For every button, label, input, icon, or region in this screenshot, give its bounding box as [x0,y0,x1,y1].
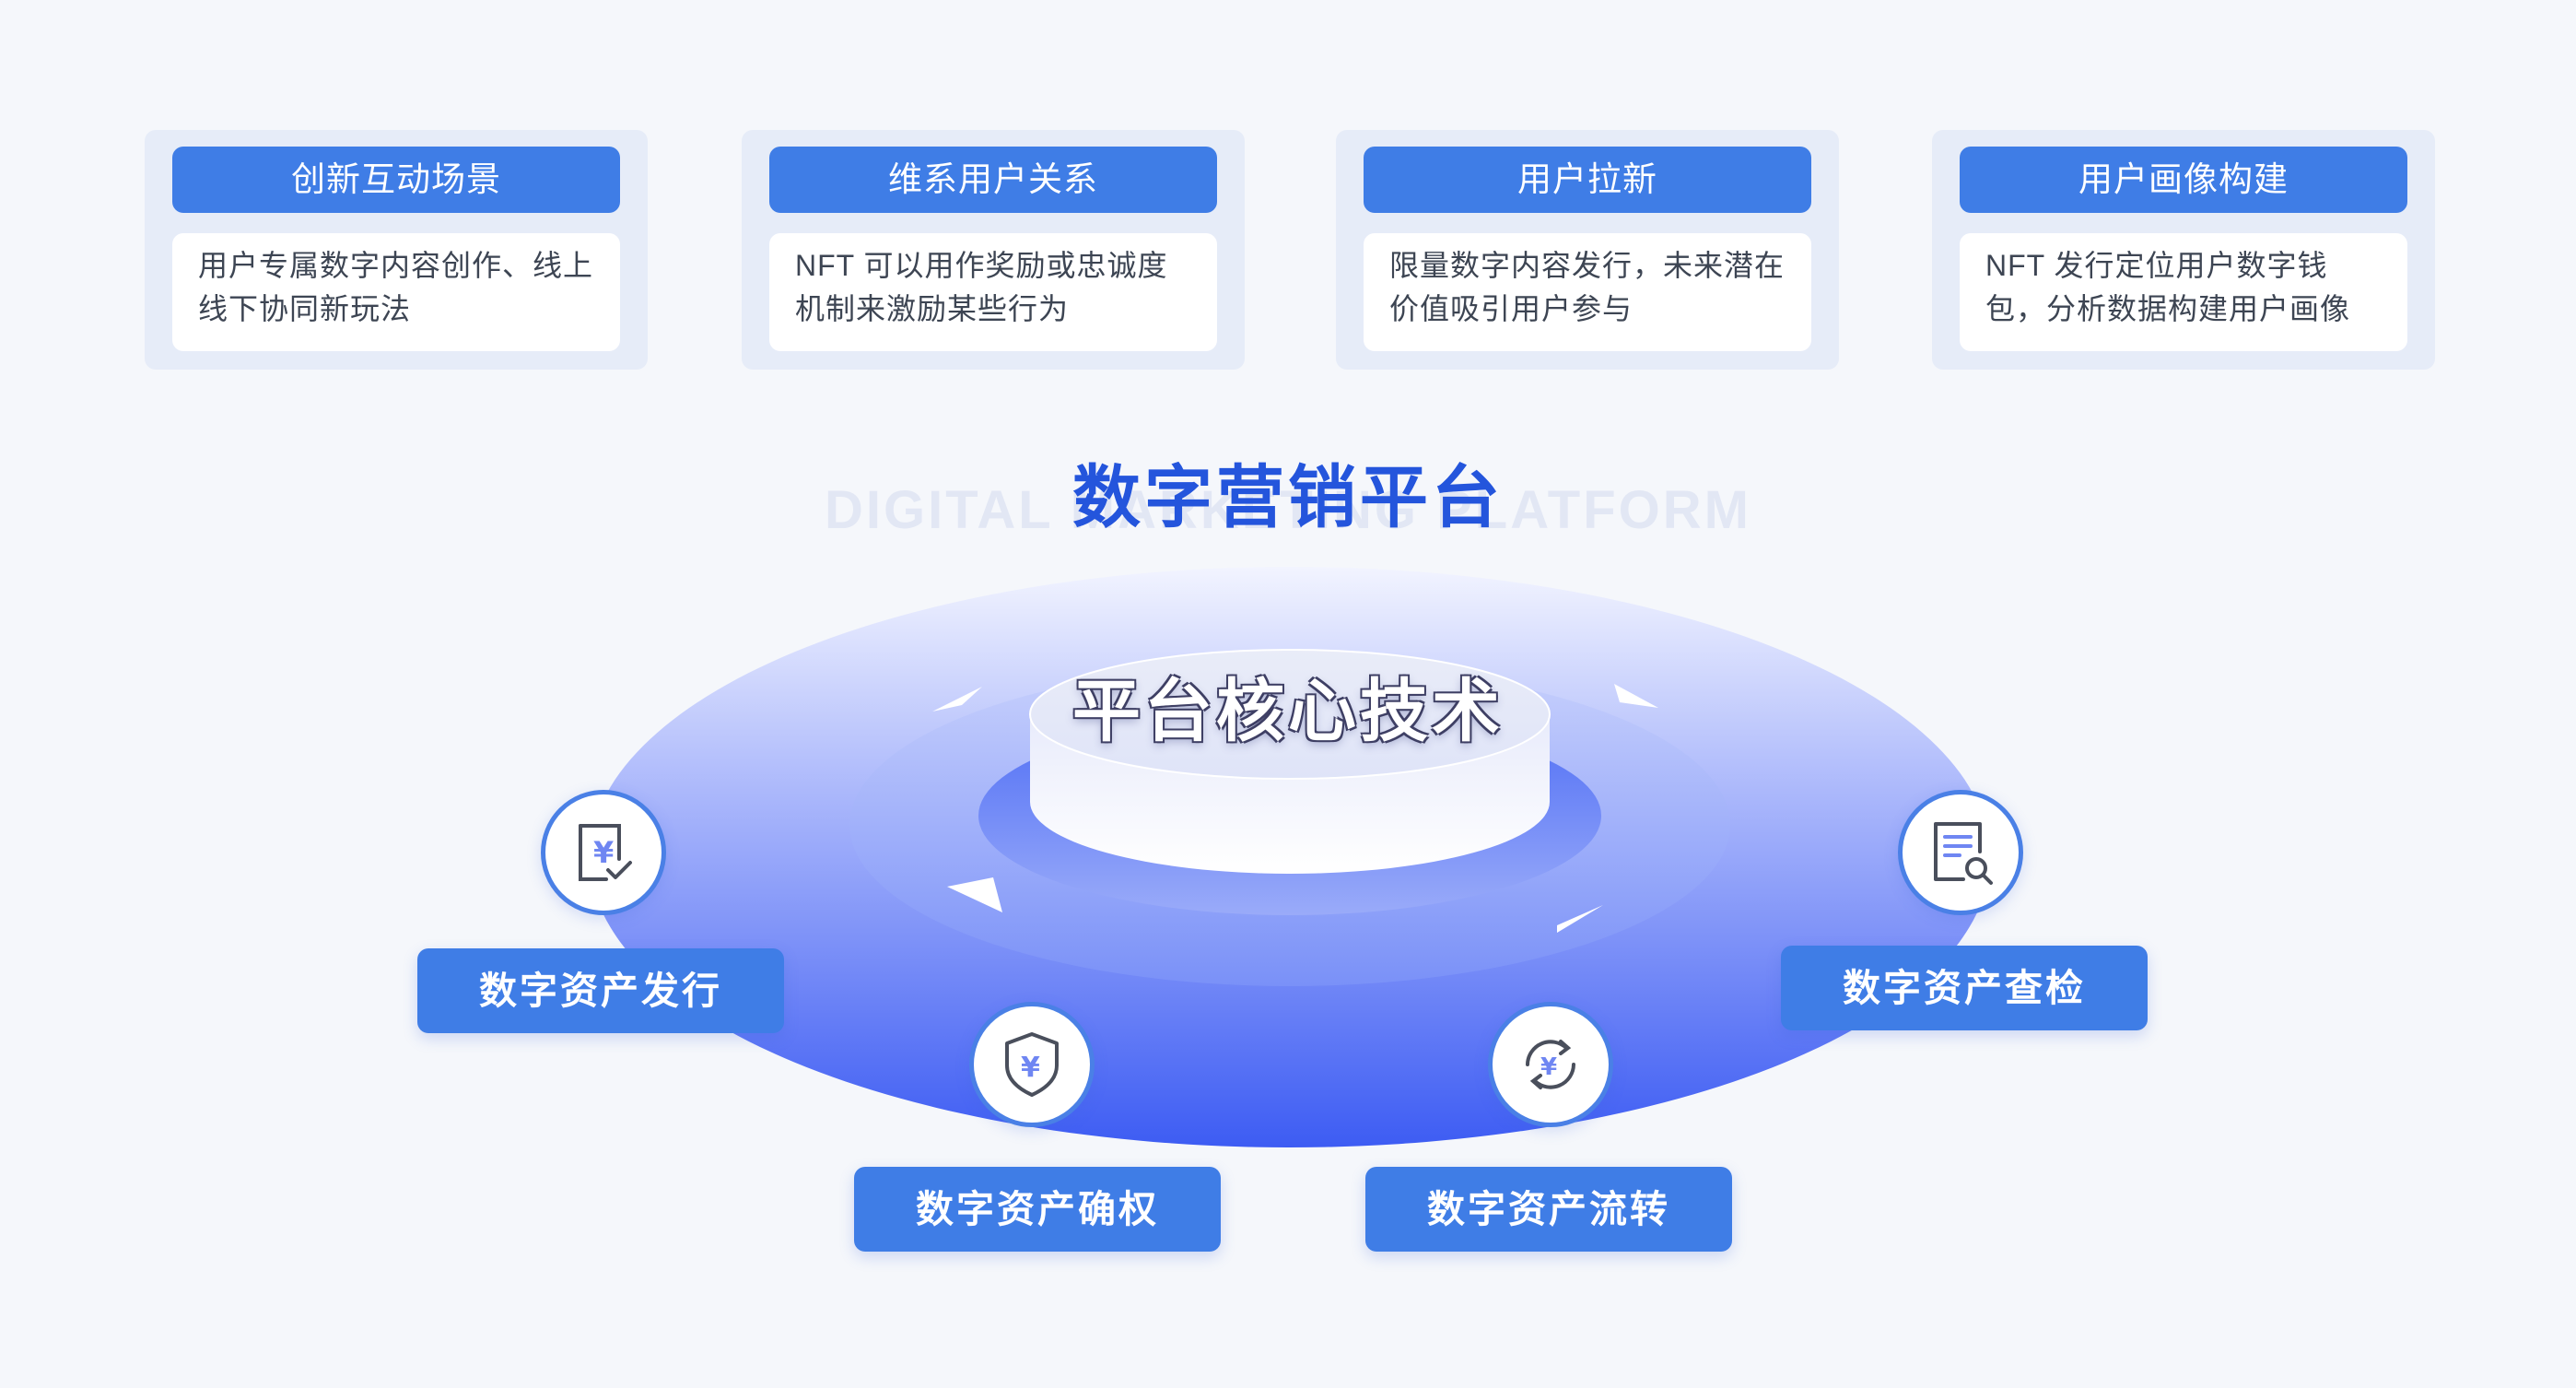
core-technology-label: 平台核心技术 [1072,673,1504,749]
feature-card-title: 用户拉新 [1364,147,1811,213]
arrow-top-right [1614,684,1658,708]
issuance-icon-circle: ¥ [541,790,666,915]
feature-card-profiling: 用户画像构建 NFT 发行定位用户数字钱包，分析数据构建用户画像 [1932,130,2435,370]
svg-text:¥: ¥ [593,835,614,870]
feature-card-description: NFT 可以用作奖励或忠诚度机制来激励某些行为 [769,233,1217,351]
platform-subtitle: DIGITAL MARKETING PLATFORM [825,480,1751,540]
arrow-bottom-left [947,877,1002,912]
arrow-top-left [932,687,982,712]
feature-card-title: 用户画像构建 [1960,147,2407,213]
arrow-bottom-right [1557,905,1603,933]
svg-text:¥: ¥ [1021,1052,1040,1084]
cylinder-top [1029,649,1551,780]
svg-text:¥: ¥ [1540,1053,1557,1081]
platform-title: 数字营销平台 [1072,459,1504,535]
capability-rights: 数字资产确权 [854,1167,1221,1252]
feature-card-description: 限量数字内容发行，未来潜在价值吸引用户参与 [1364,233,1811,351]
feature-card-title: 创新互动场景 [172,147,620,213]
yuan-document-check-icon: ¥ [579,824,632,881]
feature-card-retention: 维系用户关系 NFT 可以用作奖励或忠诚度机制来激励某些行为 [742,130,1245,370]
capability-inspection: 数字资产查检 [1781,946,2148,1030]
yuan-shield-icon: ¥ [1005,1032,1059,1097]
inspection-icon-circle [1898,790,2023,915]
document-search-icon [1934,822,1993,885]
capability-issuance: 数字资产发行 [417,948,784,1033]
feature-card-innovation: 创新互动场景 用户专属数字内容创作、线上线下协同新玩法 [145,130,648,370]
rights-icon-circle: ¥ [969,1002,1095,1127]
yuan-cycle-icon: ¥ [1526,1040,1575,1089]
feature-card-acquisition: 用户拉新 限量数字内容发行，未来潜在价值吸引用户参与 [1336,130,1839,370]
capability-circulation: 数字资产流转 [1365,1167,1732,1252]
feature-card-title: 维系用户关系 [769,147,1217,213]
feature-card-description: NFT 发行定位用户数字钱包，分析数据构建用户画像 [1960,233,2407,351]
feature-card-description: 用户专属数字内容创作、线上线下协同新玩法 [172,233,620,351]
circulation-icon-circle: ¥ [1488,1002,1613,1127]
